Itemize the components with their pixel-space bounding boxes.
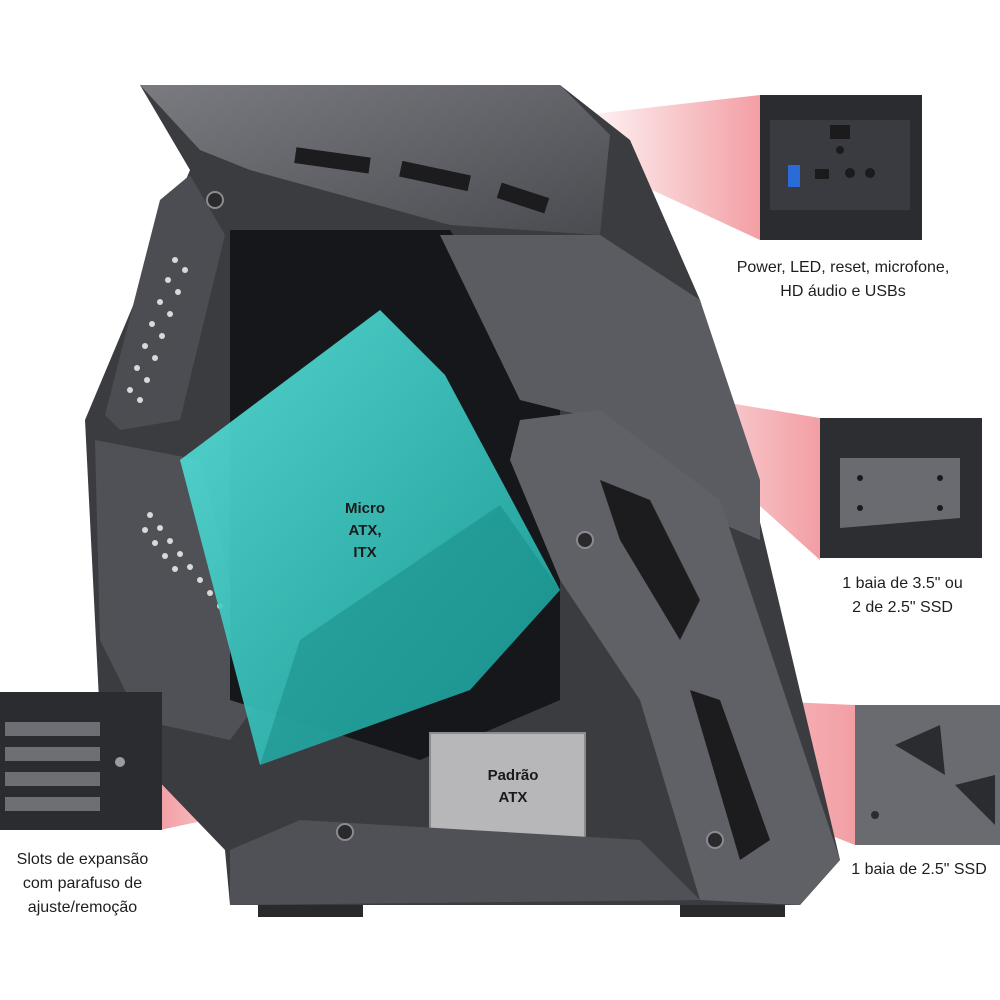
caption-line: com parafuso de [22, 875, 143, 892]
reset-button-icon [836, 146, 844, 154]
motherboard-label-line: ATX, [348, 522, 382, 539]
caption-line: Slots de expansão [16, 851, 149, 868]
psu-label-line: Padrão [487, 767, 539, 784]
motherboard-label-line: Micro [344, 500, 385, 517]
motherboard-label-line: ITX [353, 544, 377, 561]
caption-line: 1 baia de 3.5" ou [842, 575, 963, 592]
top-vent [399, 160, 471, 192]
mic-jack-icon [865, 168, 875, 178]
psu-label-line: ATX [498, 789, 528, 806]
motherboard-tray-shade [260, 505, 560, 765]
beam-drive-bay-35 [620, 385, 820, 560]
audio-jack-icon [845, 168, 855, 178]
thumbscrew-icon [115, 757, 125, 767]
psu-box [429, 732, 586, 844]
inset-front-io-photo [760, 95, 922, 240]
caption-front-io: Power, LED, reset, microfone, HD áudio e… [718, 256, 968, 304]
right-arm [440, 235, 760, 540]
motherboard-label: Micro ATX, ITX [315, 498, 415, 564]
chassis-base [230, 820, 700, 905]
usb-port-icon [788, 165, 800, 187]
inset-expansion-slots-photo [0, 692, 162, 830]
front-arm-cutout [600, 480, 700, 640]
psu-label: Padrão ATX [468, 765, 558, 809]
top-vent [496, 182, 550, 214]
usb-c-port-icon [815, 169, 829, 179]
chassis-top-panel [140, 85, 610, 235]
left-lower-panel [95, 440, 260, 740]
mesh-holes [142, 512, 223, 609]
caption-drive-bay-25: 1 baia de 2.5" SSD [840, 858, 998, 882]
front-arm [510, 410, 840, 905]
mesh-holes [127, 257, 188, 403]
inset-drive-bay-25-photo [855, 705, 1000, 845]
caption-expansion-slots: Slots de expansão com parafuso de ajuste… [0, 848, 165, 920]
beam-front-io [585, 95, 760, 240]
caption-line: 2 de 2.5" SSD [852, 599, 953, 616]
caption-line: 1 baia de 2.5" SSD [851, 861, 987, 878]
front-arm-cutout [690, 690, 770, 860]
caption-line: HD áudio e USBs [780, 283, 906, 300]
inset-drive-bay-35-photo [820, 418, 982, 558]
caption-drive-bay-35: 1 baia de 3.5" ou 2 de 2.5" SSD [820, 572, 985, 620]
caption-line: Power, LED, reset, microfone, [736, 259, 950, 276]
power-button-icon [830, 125, 850, 139]
caption-line: ajuste/remoção [27, 899, 138, 916]
top-vent [294, 147, 371, 174]
screw-icon [206, 191, 724, 849]
